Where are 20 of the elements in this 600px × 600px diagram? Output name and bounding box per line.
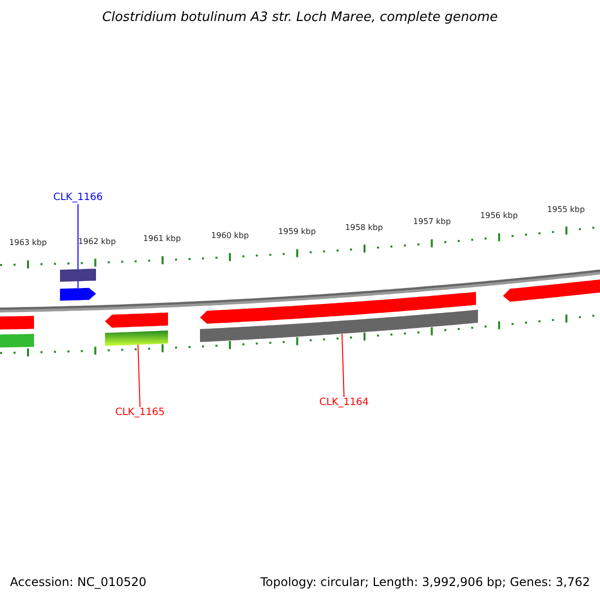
gene-label: CLK_1164 <box>319 398 369 408</box>
tick-label: 1955 kbp <box>547 206 585 214</box>
tick-label: 1962 kbp <box>78 238 116 246</box>
tick-label: 1961 kbp <box>143 235 181 244</box>
leader-line <box>342 333 344 398</box>
tick-label: 1959 kbp <box>278 228 316 236</box>
diagram-title: Clostridium botulinum A3 str. Loch Maree, complete genome <box>102 11 498 24</box>
leader-line <box>138 344 140 408</box>
gene-label: CLK_1166 <box>53 193 103 203</box>
tick-label: 1958 kbp <box>345 224 383 232</box>
tick-label: 1957 kbp <box>413 218 451 226</box>
genome-summary-text: Topology: circular; Length: 3,992,906 bp; Genes: 3,762 <box>260 576 590 588</box>
tick-label: 1956 kbp <box>480 212 518 220</box>
tick-label: 1963 kbp <box>9 239 47 248</box>
pointed-gene-bar <box>60 288 96 301</box>
tick-label: 1960 kbp <box>211 232 249 240</box>
gene-bar <box>200 310 478 342</box>
gene-label: CLK_1165 <box>115 408 165 418</box>
accession-text: Accession: NC_010520 <box>10 576 146 588</box>
gene-bar <box>105 330 168 346</box>
